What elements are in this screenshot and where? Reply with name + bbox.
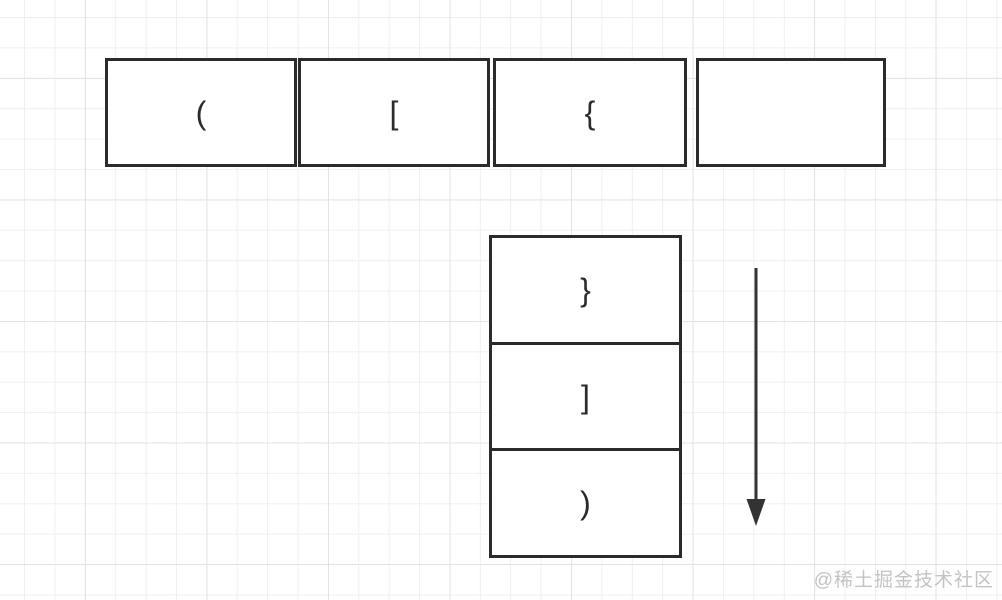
bracket-cell-open-square: [: [298, 58, 490, 167]
stack-cell-close-square: ]: [492, 341, 679, 449]
bracket-cell-empty: [696, 58, 886, 167]
stack-cell-close-curly: }: [492, 238, 679, 342]
bracket-cell-open-paren: (: [105, 58, 297, 167]
stack-cell-label: ]: [581, 378, 590, 415]
bracket-cell-label: (: [195, 94, 207, 131]
stack-cell-label: ): [580, 485, 591, 522]
watermark: @稀土掘金技术社区: [813, 570, 994, 591]
bracket-cell-label: {: [584, 94, 596, 131]
closing-bracket-stack: } ] ): [489, 235, 682, 558]
down-arrow-icon: [740, 265, 772, 529]
bracket-cell-open-curly: {: [493, 58, 687, 167]
stack-cell-label: }: [580, 271, 591, 308]
stack-cell-close-paren: ): [492, 448, 679, 556]
bracket-cell-label: [: [389, 94, 399, 131]
